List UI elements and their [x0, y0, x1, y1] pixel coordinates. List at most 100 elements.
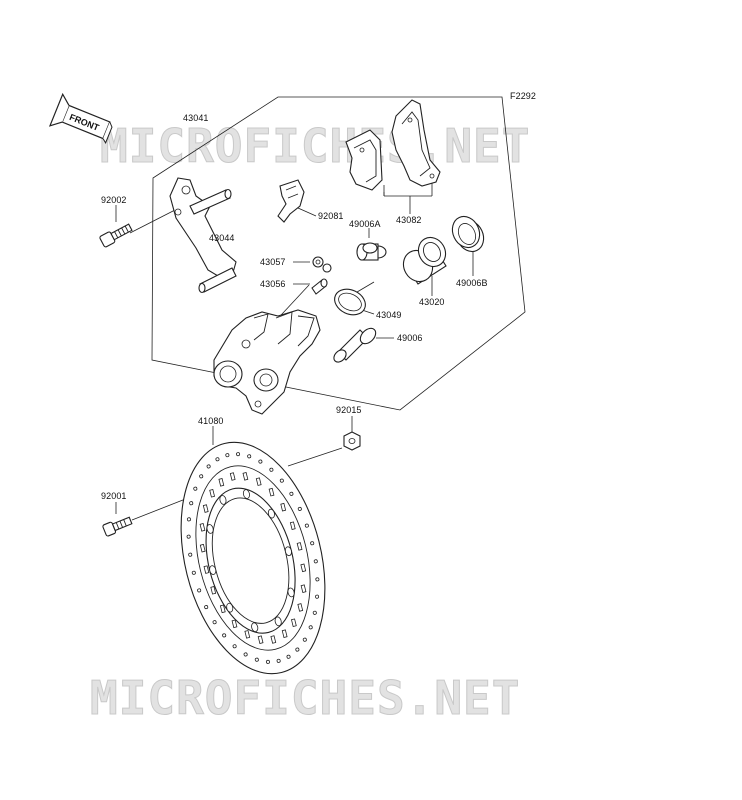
- disc-hole: [197, 588, 202, 593]
- disc-slot: [296, 542, 303, 551]
- bleeder-valve-43056: [311, 278, 328, 295]
- disc-carrier-hole: [242, 489, 250, 499]
- disc-hole: [193, 486, 198, 491]
- bolt-92001: [102, 516, 133, 537]
- disc-hole: [236, 452, 241, 457]
- disc-slot: [199, 523, 206, 532]
- disc-hole: [186, 534, 191, 539]
- disc-hole: [191, 570, 196, 575]
- brake-disc-41080: [180, 441, 326, 675]
- disc-slot: [257, 635, 264, 644]
- part-label-49006: 49006: [397, 333, 423, 343]
- brake-pads-43082: [345, 99, 441, 191]
- disc-carrier-hole: [267, 508, 275, 519]
- front-arrow-icon: FRONT: [48, 92, 113, 144]
- disc-hole: [189, 501, 194, 506]
- disc-hole: [232, 644, 237, 649]
- disc-hole: [310, 541, 315, 546]
- part-label-43044: 43044: [209, 233, 235, 243]
- disc-hole: [269, 467, 274, 472]
- part-label-43041: 43041: [183, 113, 209, 123]
- disc-slot: [297, 603, 304, 612]
- watermark-top: MICROFICHES.NET: [100, 119, 530, 173]
- assembly-outline: [151, 96, 526, 411]
- disc-carrier-hole: [209, 565, 217, 575]
- disc-carrier-hole: [226, 602, 234, 613]
- disc-hole: [222, 633, 227, 638]
- caliper-bracket-43044: [169, 177, 237, 294]
- piston-seal-49006B: [451, 215, 485, 253]
- disc-hole: [188, 552, 193, 557]
- disc-slot: [290, 618, 297, 628]
- washer-43057: [312, 256, 332, 273]
- disc-hole: [302, 637, 307, 642]
- disc-hole: [295, 647, 300, 652]
- disc-hole: [247, 454, 252, 459]
- disc-hole: [315, 577, 320, 582]
- disc-hole: [254, 657, 259, 662]
- part-label-92002: 92002: [101, 195, 127, 205]
- disc-slot: [210, 586, 217, 595]
- disc-slot: [202, 504, 209, 513]
- disc-slot: [289, 521, 296, 530]
- o-ring-43049: [334, 288, 366, 316]
- disc-carrier-hole: [251, 622, 259, 633]
- disc-slot: [244, 630, 251, 639]
- dust-seal-49006A: [356, 242, 387, 261]
- disc-hole: [297, 506, 302, 511]
- disc-hole: [243, 652, 248, 657]
- bolt-92002: [99, 223, 133, 248]
- disc-hole: [212, 620, 217, 625]
- disc-slot: [281, 629, 288, 638]
- disc-hole: [258, 459, 263, 464]
- disc-carrier-hole: [284, 546, 292, 557]
- disc-hole: [315, 594, 320, 599]
- disc-hole: [206, 464, 211, 469]
- disc-hole: [279, 478, 284, 483]
- part-label-43049: 43049: [376, 310, 402, 320]
- part-label-43057: 43057: [260, 257, 286, 267]
- disc-hole: [304, 523, 309, 528]
- disc-slot: [203, 565, 210, 574]
- disc-slot: [300, 563, 307, 573]
- disc-slot: [231, 619, 238, 629]
- slide-pin-49006: [333, 327, 377, 363]
- disc-slot: [229, 472, 236, 481]
- disc-slot: [199, 543, 206, 553]
- figure-code: F2292: [510, 91, 537, 101]
- part-label-43020: 43020: [419, 297, 445, 307]
- disc-hole: [276, 658, 281, 663]
- nut-92015: [343, 431, 361, 451]
- disc-slot: [218, 478, 225, 487]
- part-label-43082: 43082: [396, 215, 422, 225]
- disc-slot: [300, 584, 307, 593]
- disc-slot: [219, 604, 226, 614]
- pad-spring-92081: [277, 179, 305, 223]
- disc-slot: [209, 488, 216, 498]
- disc-hole: [289, 491, 294, 496]
- disc-carrier-hole: [287, 587, 295, 598]
- part-label-92081: 92081: [318, 211, 344, 221]
- disc-hole: [265, 659, 270, 664]
- disc-hole: [186, 517, 191, 522]
- disc-slot: [255, 477, 262, 486]
- disc-hole: [199, 474, 204, 479]
- part-label-43056: 43056: [260, 279, 286, 289]
- disc-hole: [312, 610, 317, 615]
- piston-43020: [402, 236, 447, 285]
- part-label-92001: 92001: [101, 491, 127, 501]
- disc-slot: [280, 502, 287, 512]
- part-label-49006B: 49006B: [456, 278, 488, 288]
- disc-hole: [308, 625, 313, 630]
- disc-hole: [215, 457, 220, 462]
- part-label-49006A: 49006A: [349, 219, 381, 229]
- disc-slot: [242, 472, 249, 481]
- part-label-41080: 41080: [198, 416, 224, 426]
- disc-slot: [270, 635, 277, 644]
- disc-hole: [225, 453, 230, 458]
- watermark-bottom: MICROFICHES.NET: [90, 671, 520, 725]
- caliper-body: [213, 309, 321, 415]
- disc-carrier-hole: [219, 495, 227, 505]
